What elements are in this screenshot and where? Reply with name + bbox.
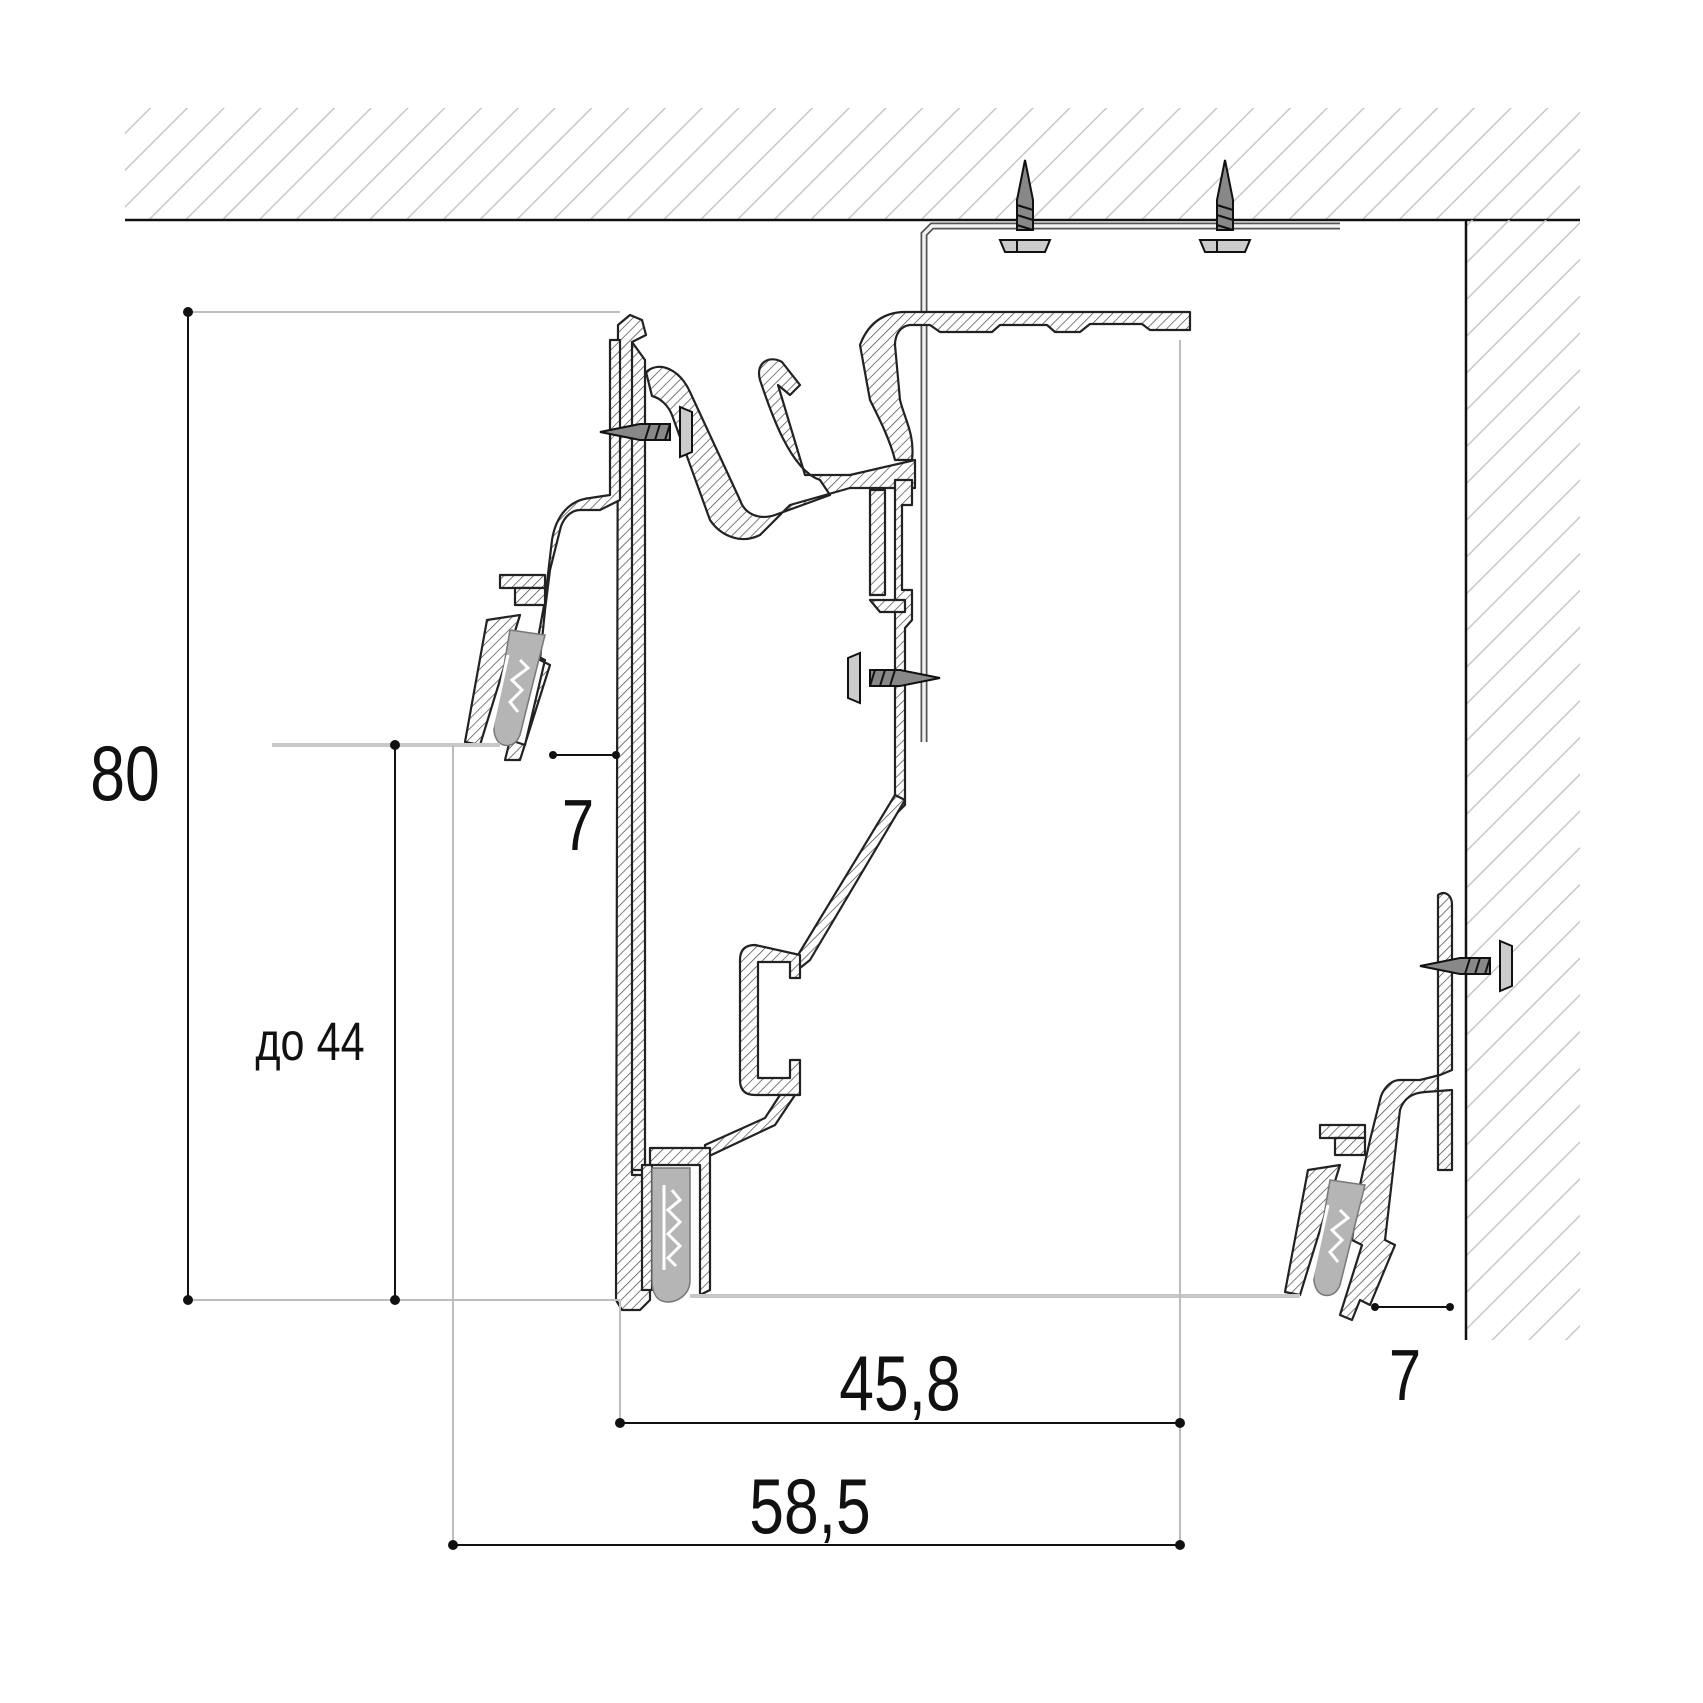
- harpoon-insert-right: [1310, 1179, 1366, 1297]
- label-width-outer: 58,5: [749, 1462, 870, 1549]
- label-height-total: 80: [90, 729, 159, 816]
- screw-icon: [847, 651, 941, 705]
- dimension-gap-right: [1371, 1303, 1454, 1311]
- right-clip-profile: [1283, 891, 1454, 1322]
- label-gap-left: 7: [562, 785, 594, 866]
- label-gap-right: 7: [1389, 1335, 1421, 1416]
- side-wall: [1464, 220, 1580, 1340]
- label-height-fabric: до 44: [255, 1013, 364, 1073]
- screw-icon: [1198, 159, 1252, 253]
- label-width-inner: 45,8: [839, 1339, 960, 1426]
- screw-icon: [1419, 939, 1513, 993]
- dimension-height-total: [183, 307, 193, 1305]
- mounting-bracket: [920, 222, 1340, 742]
- main-profile: [614, 310, 1192, 1312]
- left-clip-profile: [463, 338, 622, 762]
- dimension-height-fabric: [390, 740, 400, 1305]
- ceiling-slab: [125, 108, 1580, 222]
- extension-lines: [185, 311, 1300, 1545]
- harpoon-insert-left: [490, 629, 546, 747]
- harpoon-insert-main: [651, 1167, 691, 1303]
- dimension-gap-left: [549, 751, 620, 759]
- dimension-width-inner: [615, 1418, 1185, 1428]
- screw-icon: [998, 159, 1052, 253]
- screw-icon: [599, 405, 693, 459]
- dimension-width-outer: [448, 1540, 1185, 1550]
